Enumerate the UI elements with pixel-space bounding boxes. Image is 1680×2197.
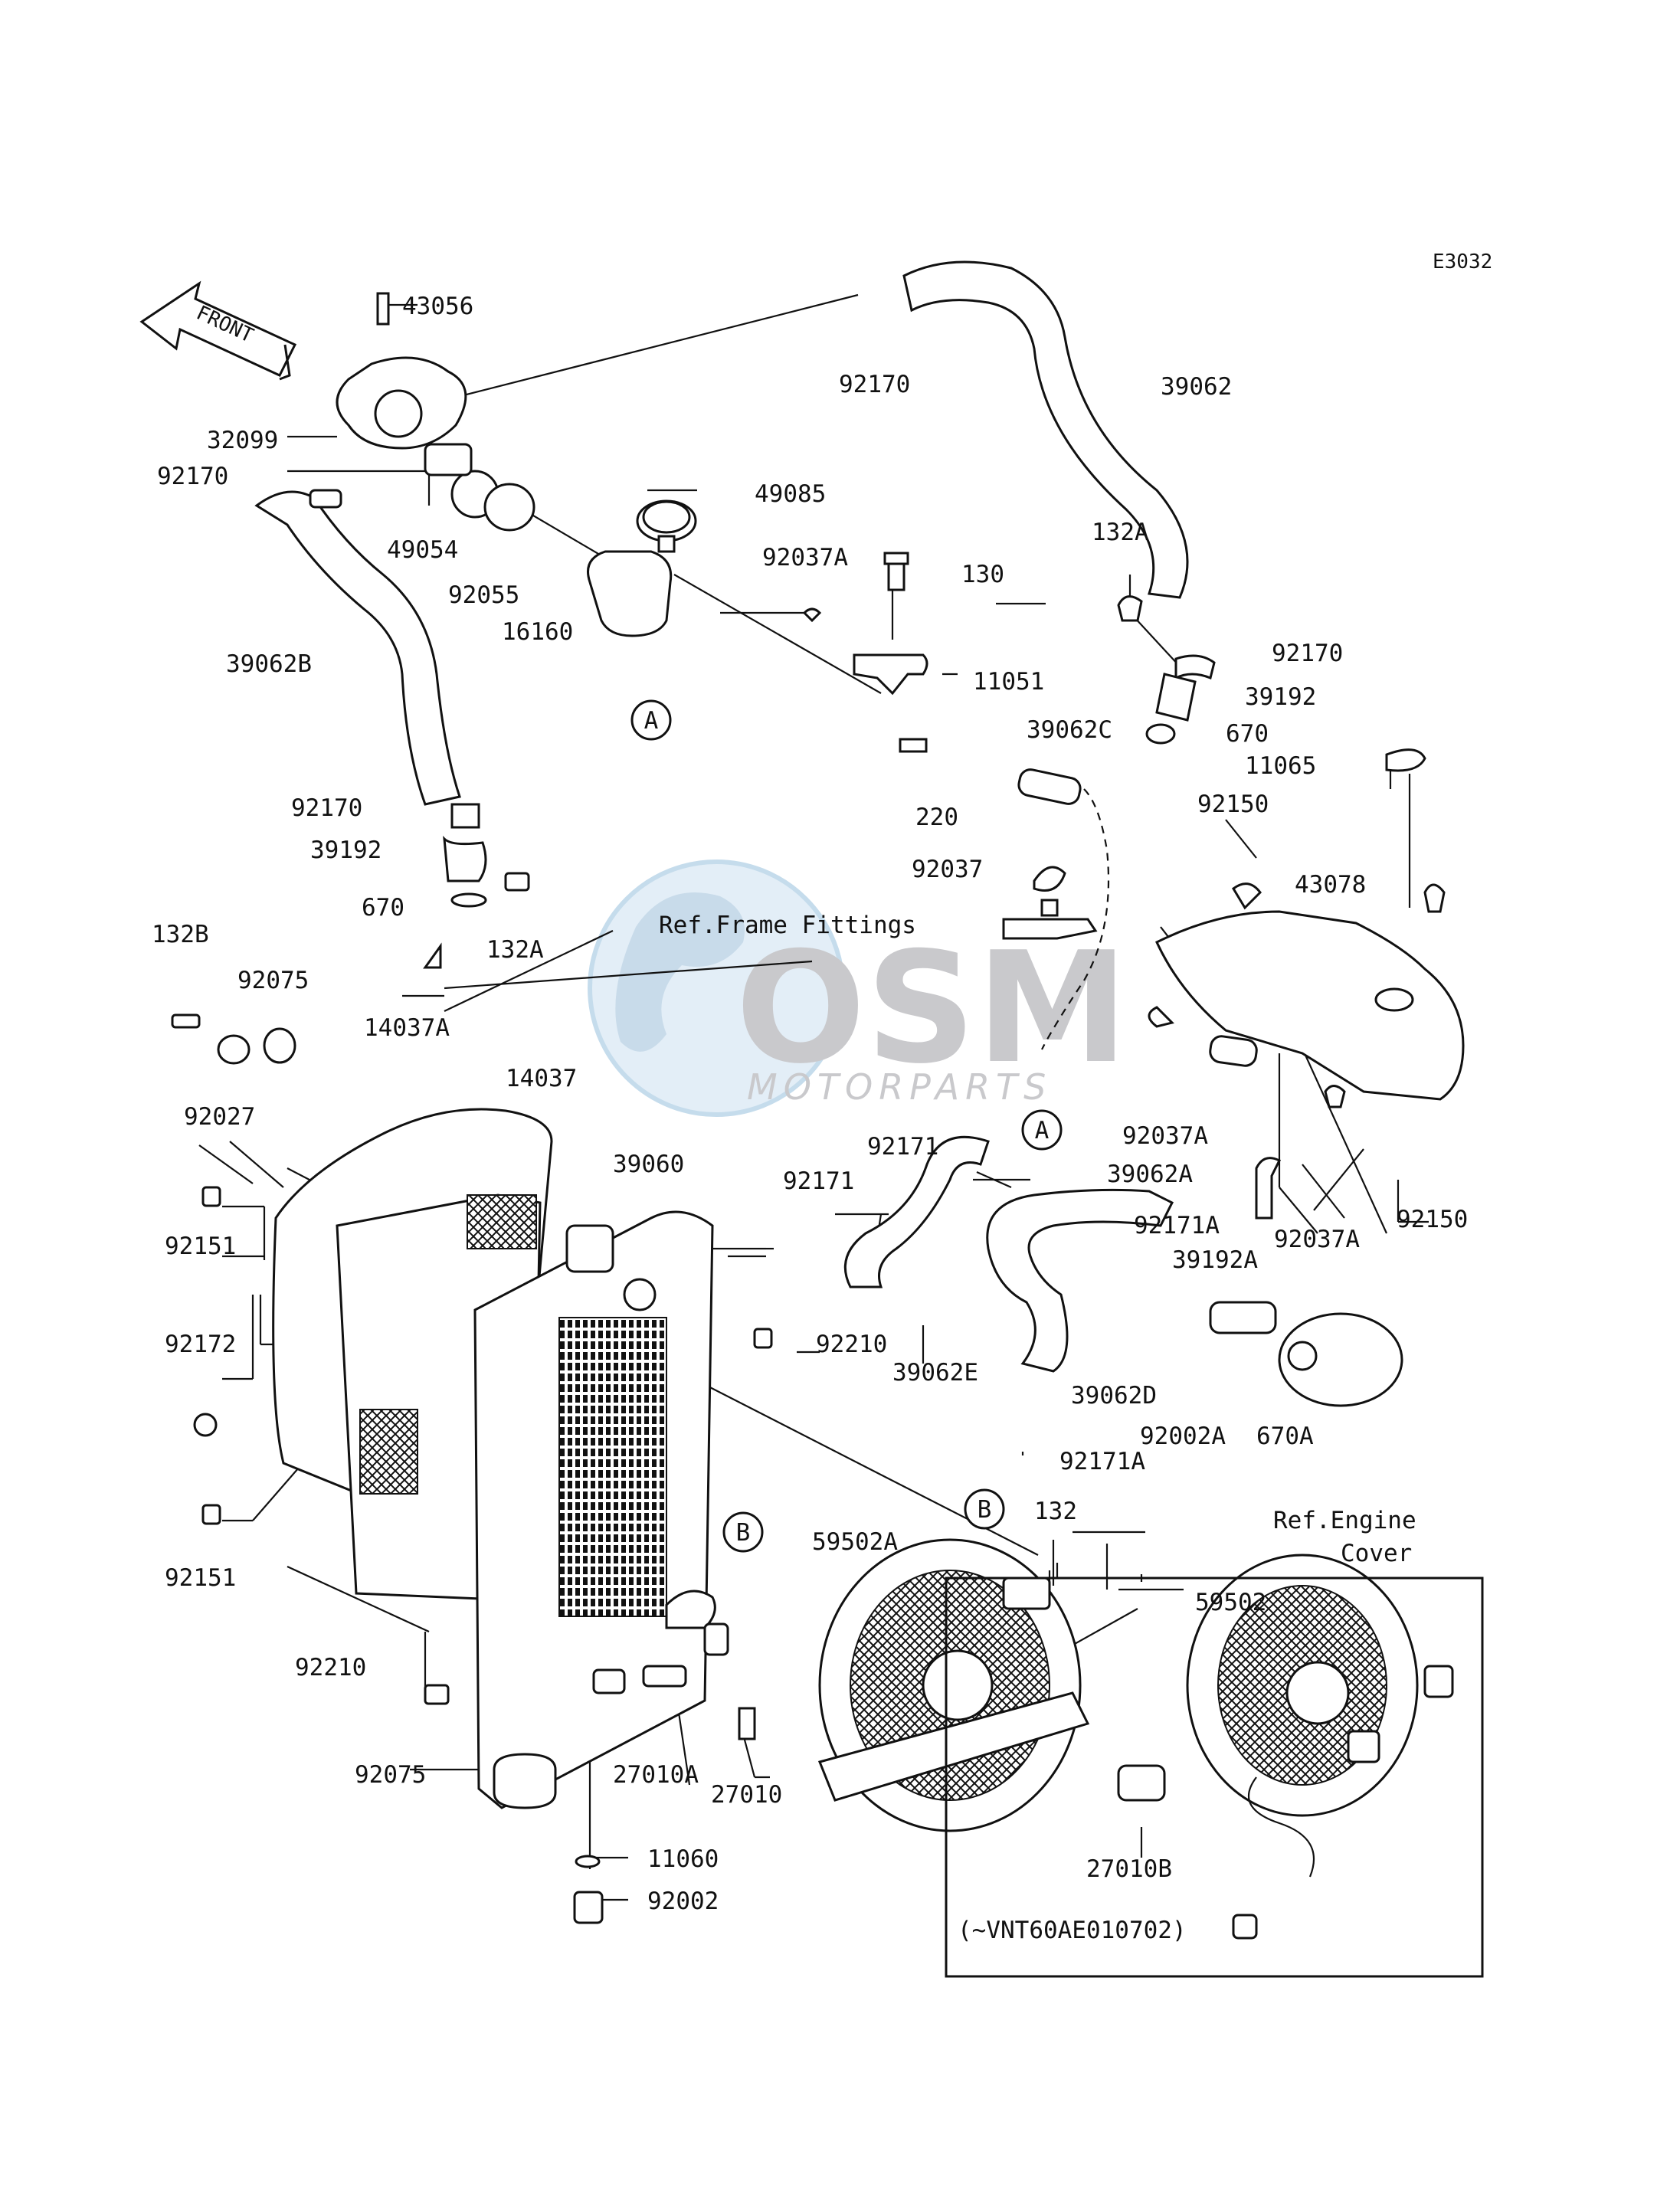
reservoir-tank xyxy=(1155,910,1465,1101)
svg-text:A: A xyxy=(644,707,659,735)
part-label: 670A xyxy=(1256,1423,1314,1450)
part-label: 92055 xyxy=(448,581,519,609)
svg-text:B: B xyxy=(978,1496,992,1524)
part-label: 43078 xyxy=(1295,871,1366,899)
diagram-code: E3032 xyxy=(1433,250,1492,273)
callout-a-upper: A xyxy=(630,699,672,741)
part-label: 92151 xyxy=(165,1233,236,1260)
part-label: 39062A xyxy=(1107,1161,1193,1188)
part-label: 92171A xyxy=(1134,1212,1220,1239)
part-label: 92002A xyxy=(1140,1423,1226,1450)
part-label: 27010A xyxy=(613,1761,699,1789)
part-label: 92037A xyxy=(1122,1122,1208,1150)
thermostat-group xyxy=(309,292,1446,1108)
part-label: 11051 xyxy=(973,668,1044,696)
part-label: 92170 xyxy=(157,463,228,490)
watermark-brand: OSM xyxy=(735,919,1128,1098)
part-label: 92150 xyxy=(1197,791,1269,818)
part-label: 27010B xyxy=(1086,1855,1172,1883)
part-label: 670 xyxy=(362,894,404,922)
part-label: 39062D xyxy=(1071,1382,1157,1410)
part-label: 92171 xyxy=(867,1133,938,1161)
part-label: 59502A xyxy=(812,1528,898,1556)
svg-text:A: A xyxy=(1035,1117,1050,1144)
part-label: 49085 xyxy=(755,480,826,508)
part-label: 43056 xyxy=(402,293,473,320)
part-label: 132A xyxy=(1092,519,1149,546)
part-label: 59502 xyxy=(1195,1589,1266,1616)
svg-text:B: B xyxy=(736,1519,751,1547)
watermark-sub: MOTORPARTS xyxy=(747,1066,1052,1108)
part-label: 92002 xyxy=(647,1888,719,1915)
watermark: OSM MOTORPARTS xyxy=(588,859,1128,1117)
part-label: 92150 xyxy=(1397,1206,1468,1233)
part-label: 132 xyxy=(1034,1498,1077,1525)
part-label: 220 xyxy=(915,804,958,831)
part-label: 39060 xyxy=(613,1151,684,1178)
part-label: 39062B xyxy=(226,650,312,678)
part-label: 92170 xyxy=(839,371,910,398)
part-label: 39192 xyxy=(1245,683,1316,711)
part-label: 132B xyxy=(152,921,209,948)
fan-assemblies xyxy=(817,1301,1454,1940)
part-label: 39062 xyxy=(1161,373,1232,401)
part-label: 39192 xyxy=(310,837,382,864)
part-label: 14037 xyxy=(506,1065,577,1092)
part-label: 92172 xyxy=(165,1331,236,1358)
part-label: 39192A xyxy=(1172,1246,1258,1274)
front-arrow-icon: FRONT xyxy=(139,280,297,381)
part-label: 49054 xyxy=(387,536,458,564)
callout-b-upper: B xyxy=(722,1511,764,1553)
part-label: 130 xyxy=(961,561,1004,588)
part-label: 92075 xyxy=(237,967,309,994)
hoses xyxy=(254,260,1282,1373)
part-label: 16160 xyxy=(502,618,573,646)
part-label: 11060 xyxy=(647,1845,719,1873)
part-label: 11065 xyxy=(1245,752,1316,780)
part-label: 39062C xyxy=(1027,716,1112,744)
part-label: 39062E xyxy=(892,1359,978,1387)
part-label: 92075 xyxy=(355,1761,426,1789)
part-label: 92027 xyxy=(184,1103,255,1131)
ref-engine-line1: Ref.Engine xyxy=(1273,1507,1416,1534)
part-labels: 43056 92170 39062 32099 92170 49085 4905… xyxy=(152,293,1468,1915)
part-label: 92171 xyxy=(783,1167,854,1195)
part-label: 32099 xyxy=(207,427,278,454)
radiator-group xyxy=(171,942,773,1924)
part-label: 27010 xyxy=(711,1781,782,1809)
part-label: 92170 xyxy=(1272,640,1343,667)
part-label: 92210 xyxy=(295,1654,366,1681)
part-label: 92037 xyxy=(912,856,983,883)
part-label: 92151 xyxy=(165,1564,236,1592)
part-label: 132A xyxy=(486,936,544,964)
ref-frame-fittings: Ref.Frame Fittings xyxy=(659,912,916,939)
vin-note: (~VNT60AE010702) xyxy=(958,1917,1187,1944)
callout-a-lower: A xyxy=(1021,1109,1063,1151)
part-label: 92037A xyxy=(762,544,848,571)
part-label: 92210 xyxy=(816,1331,887,1358)
callout-b-lower: B xyxy=(964,1488,1005,1530)
part-label: 92171A xyxy=(1059,1448,1145,1475)
part-label: 92037A xyxy=(1274,1226,1360,1253)
part-label: 14037A xyxy=(364,1014,450,1042)
part-label: 92170 xyxy=(291,794,362,822)
part-label: 670 xyxy=(1226,720,1269,748)
variant-inset-box xyxy=(945,1577,1484,1978)
ref-engine-line2: Cover xyxy=(1341,1540,1412,1567)
